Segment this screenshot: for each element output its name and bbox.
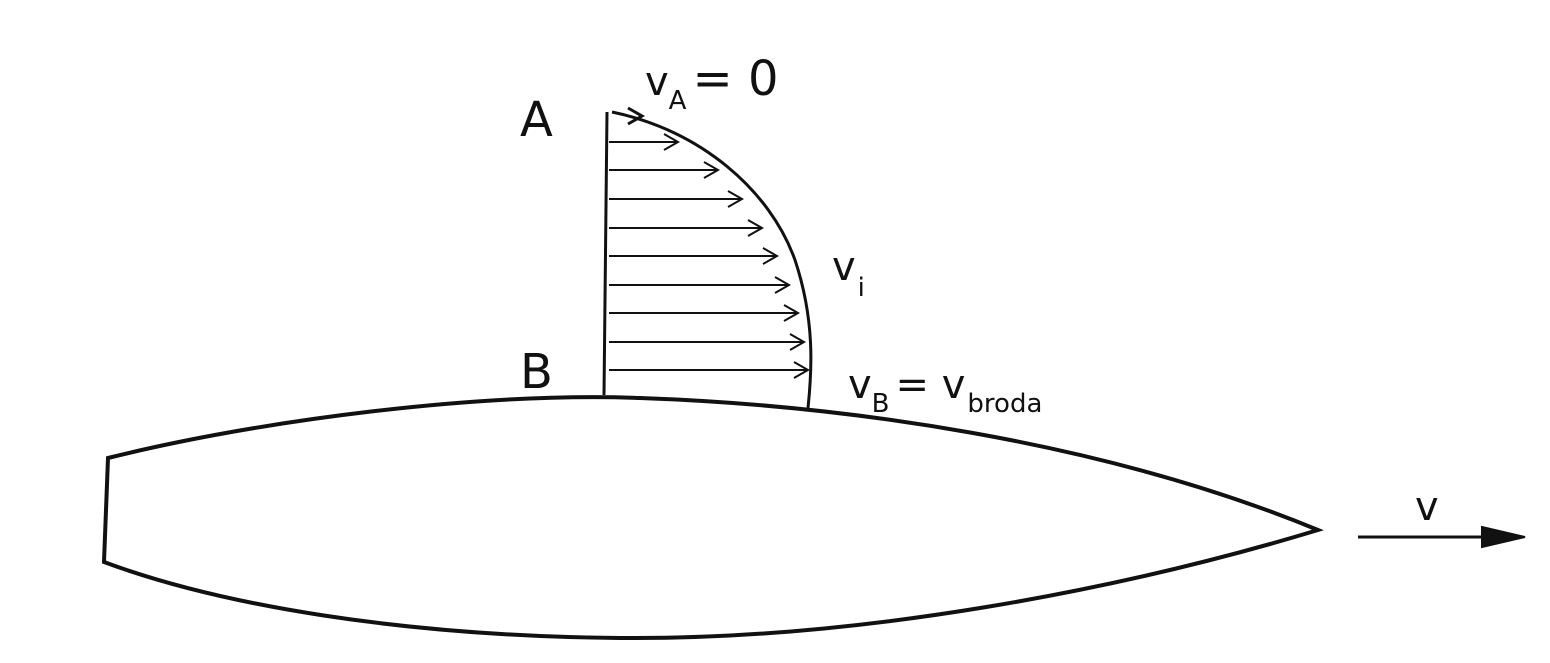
v-b-equals: = v	[896, 362, 966, 408]
label-v-a: vA= 0	[645, 51, 778, 116]
label-ship-velocity: v	[1415, 484, 1439, 530]
reference-line	[602, 111, 609, 396]
arrowhead	[774, 276, 792, 294]
v-a-equals: = 0	[692, 51, 778, 107]
arrowhead	[789, 333, 807, 351]
v-b-symbol: v	[848, 362, 872, 408]
arrowhead	[747, 219, 765, 237]
ship-velocity-arrowhead	[1481, 525, 1526, 549]
arrowhead	[703, 161, 721, 179]
v-i-subscript: i	[858, 273, 865, 303]
label-v-b: vB= vbroda	[848, 362, 1042, 419]
velocity-arrows	[609, 133, 811, 379]
label-point-a: A	[520, 92, 553, 148]
v-b-rhs-subscript: broda	[967, 389, 1042, 419]
velocity-profile-curve	[611, 110, 813, 409]
arrowhead	[793, 361, 811, 379]
arrowhead	[663, 133, 681, 151]
label-point-b: B	[520, 344, 553, 400]
v-a-symbol: v	[645, 59, 669, 105]
arrowhead	[762, 247, 780, 265]
v-a-subscript: A	[669, 86, 687, 116]
arrowhead	[627, 106, 646, 126]
arrowhead	[783, 304, 801, 322]
ship-hull	[101, 395, 1324, 641]
arrowhead	[727, 190, 745, 208]
v-i-symbol: v	[832, 244, 856, 290]
label-v-i: vi	[832, 244, 865, 303]
v-b-subscript: B	[872, 389, 890, 419]
